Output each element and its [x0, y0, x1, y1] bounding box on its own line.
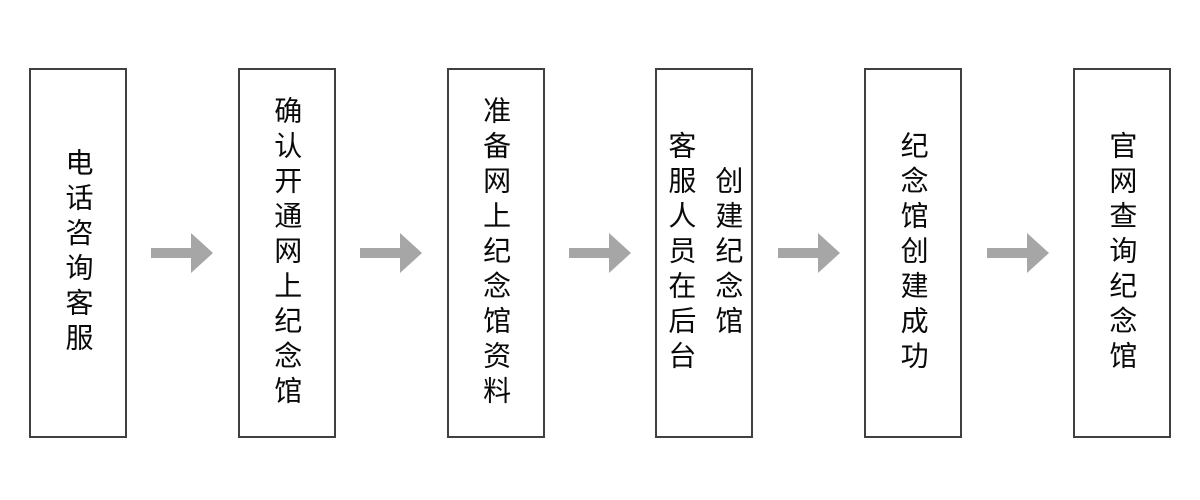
flow-step-label: 纪念馆创建成功	[897, 130, 929, 376]
flow-step-create-success: 纪念馆创建成功	[864, 68, 963, 438]
flow-step-label: 准备网上纪念馆资料	[480, 95, 512, 411]
right-arrow-icon	[568, 233, 631, 273]
flow-step-prepare-materials: 准备网上纪念馆资料	[446, 68, 545, 438]
flow-step-phone-consult: 电话咨询客服	[29, 68, 127, 438]
right-arrow-icon	[151, 233, 214, 273]
right-arrow-icon	[986, 233, 1049, 273]
flowchart: 电话咨询客服 确认开通网上纪念馆 准备网上纪念馆资料 客服人员在后台 创建纪念馆…	[29, 68, 1171, 438]
flow-step-label: 官网查询纪念馆	[1106, 130, 1138, 376]
right-arrow-icon	[360, 233, 423, 273]
flow-step-label: 确认开通网上纪念馆	[271, 95, 303, 411]
right-arrow-icon	[777, 233, 840, 273]
flow-step-label: 客服人员在后台 创建纪念馆	[665, 130, 744, 376]
flow-step-label: 电话咨询客服	[62, 148, 94, 358]
flow-step-confirm-open: 确认开通网上纪念馆	[237, 68, 336, 438]
flow-step-query-official-site: 官网查询纪念馆	[1072, 68, 1171, 438]
flow-step-backend-create: 客服人员在后台 创建纪念馆	[655, 68, 754, 438]
